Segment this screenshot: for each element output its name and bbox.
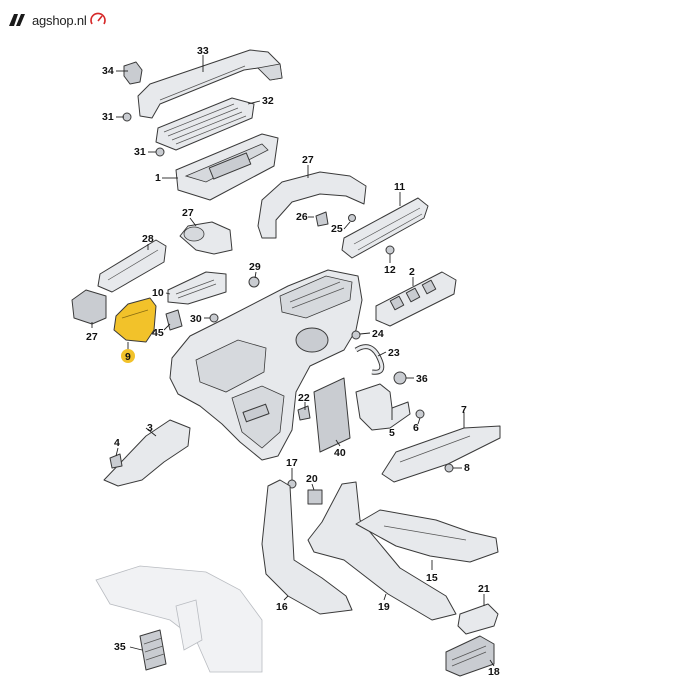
callout-32: 32 <box>262 95 274 107</box>
callout-6: 6 <box>413 422 419 434</box>
callout-45: 45 <box>152 327 164 339</box>
part-16-rear-duct-left[interactable] <box>261 479 353 615</box>
callout-3: 3 <box>147 422 153 434</box>
part-19-rear-duct-center[interactable] <box>307 481 457 621</box>
callout-25: 25 <box>331 223 343 235</box>
callout-11: 11 <box>394 181 405 193</box>
part-27-elbow-duct[interactable] <box>179 221 233 255</box>
callout-40: 40 <box>334 447 346 459</box>
part-23-hose[interactable] <box>354 344 385 375</box>
site-logo[interactable]: agshop.nl <box>8 8 107 32</box>
callout-10: 10 <box>152 287 164 299</box>
part-32-grille[interactable] <box>155 97 255 151</box>
callout-35: 35 <box>114 641 126 653</box>
callout-22: 22 <box>298 392 310 404</box>
callout-8: 8 <box>464 462 470 474</box>
callout-29: 29 <box>249 261 261 273</box>
speedometer-icon <box>89 12 106 25</box>
callout-9: 9 <box>125 351 131 363</box>
logo-mark-icon <box>9 14 25 26</box>
part-10-air-outlet[interactable] <box>167 271 227 305</box>
callout-31-upper: 31 <box>102 111 114 123</box>
part-9-highlighted[interactable] <box>113 297 157 343</box>
callout-19: 19 <box>378 601 390 613</box>
part-21-outlet[interactable] <box>457 603 499 635</box>
part-27-bracket[interactable] <box>71 289 107 325</box>
callout-18: 18 <box>488 666 500 678</box>
part-18-outlet[interactable] <box>445 635 495 677</box>
callout-31-lower: 31 <box>134 146 146 158</box>
callout-15: 15 <box>426 572 438 584</box>
part-4-clip[interactable] <box>109 453 123 469</box>
callout-30: 30 <box>190 313 202 325</box>
part-28-channel[interactable] <box>97 239 167 293</box>
callout-28: 28 <box>142 233 154 245</box>
callout-5: 5 <box>389 427 395 439</box>
part-8-screw[interactable] <box>444 463 454 473</box>
part-24-grommet[interactable] <box>351 330 361 340</box>
callout-17: 17 <box>286 457 298 469</box>
part-15-rear-duct-right[interactable] <box>355 509 499 563</box>
part-12-screw[interactable] <box>385 245 395 255</box>
hvac-main-housing[interactable] <box>169 269 363 461</box>
part-5-air-duct[interactable] <box>355 383 411 431</box>
callout-27-top: 27 <box>302 154 314 166</box>
callout-4: 4 <box>114 437 120 449</box>
callout-34: 34 <box>102 65 114 77</box>
callout-21: 21 <box>478 583 490 595</box>
callout-2: 2 <box>409 266 415 278</box>
vehicle-interior-background <box>95 565 263 673</box>
part-7-tunnel-duct[interactable] <box>381 425 501 483</box>
callout-33: 33 <box>197 45 209 57</box>
callout-9-badge <box>121 349 135 363</box>
part-11-vent-panel[interactable] <box>341 197 429 259</box>
part-26-clip[interactable] <box>315 211 329 227</box>
callout-12: 12 <box>384 264 396 276</box>
part-31-screw-lower[interactable] <box>155 147 165 157</box>
callout-16: 16 <box>276 601 288 613</box>
part-31-screw[interactable] <box>122 112 132 122</box>
callout-24: 24 <box>372 328 384 340</box>
part-2-switch-panel[interactable] <box>375 271 457 327</box>
callout-23: 23 <box>388 347 400 359</box>
part-1-housing-cover[interactable] <box>175 133 279 201</box>
part-36-connector[interactable] <box>393 371 407 385</box>
leader-lines <box>91 55 495 667</box>
part-27-curved-duct[interactable] <box>257 171 367 239</box>
part-22-clip[interactable] <box>297 405 311 421</box>
logo-text: agshop.nl <box>32 12 87 28</box>
part-6-clip[interactable] <box>415 409 425 419</box>
part-3-floor-duct[interactable] <box>103 419 191 487</box>
callout-20: 20 <box>306 473 318 485</box>
part-34-bracket[interactable] <box>123 61 143 85</box>
callout-27-elbow: 27 <box>182 207 194 219</box>
part-35-vent[interactable] <box>139 629 167 671</box>
part-45-clip[interactable] <box>165 309 183 331</box>
callout-labels: 33 34 32 31 31 1 27 11 26 25 12 27 28 2 … <box>86 45 500 678</box>
part-29-grommet[interactable] <box>248 276 260 288</box>
part-25-clip[interactable] <box>348 214 356 222</box>
callout-26: 26 <box>296 211 308 223</box>
callout-36: 36 <box>416 373 428 385</box>
part-30-screw[interactable] <box>209 313 219 323</box>
part-20-block[interactable] <box>307 489 323 505</box>
part-33-upper-duct[interactable] <box>137 49 283 119</box>
callout-27-bracket: 27 <box>86 331 98 343</box>
part-40-panel[interactable] <box>313 377 351 453</box>
callout-7: 7 <box>461 404 467 416</box>
callout-1: 1 <box>155 172 161 184</box>
